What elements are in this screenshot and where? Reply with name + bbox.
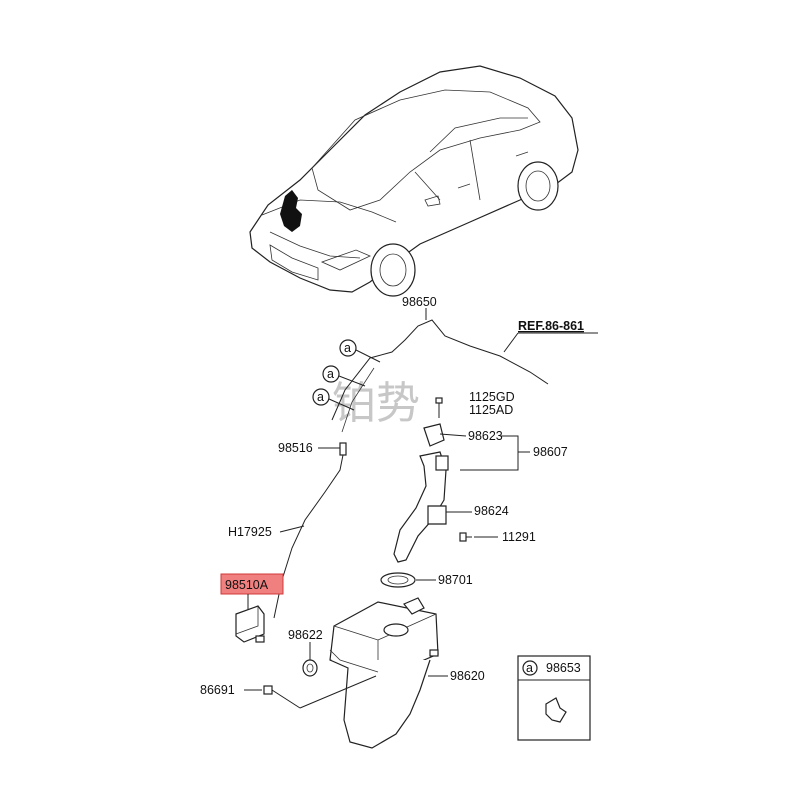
label-1125ad: 1125AD: [469, 403, 513, 417]
bolt-1125: [435, 397, 443, 418]
car-illustration: [249, 65, 579, 297]
label-11291: 11291: [502, 530, 536, 544]
clip-98653: [545, 697, 567, 723]
marker-a-text: a: [327, 367, 334, 381]
marker-a-text: a: [317, 390, 324, 404]
nozzle-joint-part: [339, 442, 347, 456]
label-98607: 98607: [533, 445, 568, 459]
screw-11291: [459, 532, 472, 542]
marker-a-text: a: [344, 341, 351, 355]
label-98653: 98653: [546, 661, 581, 675]
label-98510a: 98510A: [225, 578, 269, 592]
marker-a-text: a: [526, 661, 533, 675]
label-h17925: H17925: [228, 525, 272, 539]
pump-label-highlight: [220, 573, 284, 595]
label-98701: 98701: [438, 573, 473, 587]
clip-legend-box: a 98653: [517, 655, 591, 741]
label-98620: 98620: [450, 669, 485, 683]
grommet-98622: [302, 659, 318, 677]
circle-marker-a1: a: [339, 339, 381, 363]
label-98623: 98623: [468, 429, 503, 443]
pump-98510a: [235, 605, 265, 643]
circle-marker-a3: a: [312, 388, 355, 411]
label-98516: 98516: [278, 441, 313, 455]
watermark-text: 铂势: [332, 378, 420, 429]
label-ref: REF.86-861: [518, 319, 584, 333]
hose-h17925: [273, 454, 344, 619]
label-86691: 86691: [200, 683, 235, 697]
label-98622: 98622: [288, 628, 323, 642]
filler-neck-assembly: [393, 423, 449, 563]
hose-98650: [331, 308, 549, 433]
reservoir-98620: [329, 597, 439, 749]
label-1125gd: 1125GD: [469, 390, 515, 404]
reservoir-location-marker: [280, 190, 302, 232]
circle-marker-a2: a: [322, 365, 366, 387]
bolt-86691: [263, 685, 273, 695]
label-98624: 98624: [474, 504, 509, 518]
seal-98701: [380, 572, 416, 588]
label-98650: 98650: [402, 295, 437, 309]
